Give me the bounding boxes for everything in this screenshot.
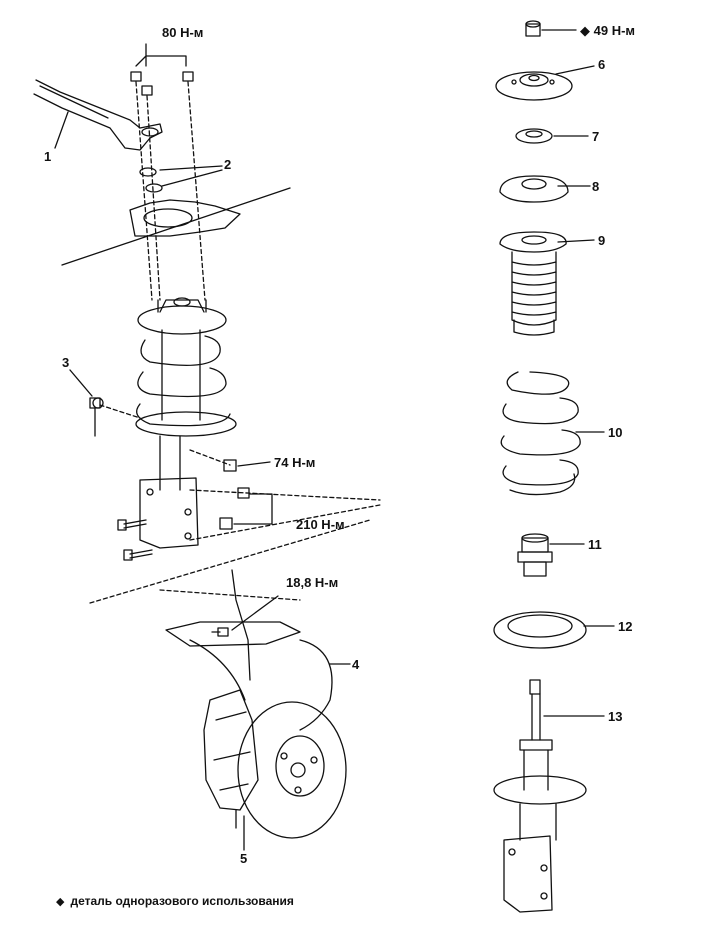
callout-10: 10	[608, 425, 623, 440]
torque-label-80: 80 Н-м	[162, 25, 204, 40]
callout-1-leader	[54, 111, 69, 149]
callout-8: 8	[592, 179, 600, 194]
callout-2-leader	[159, 165, 223, 187]
single-use-diamond-icon: ◆	[580, 23, 590, 38]
shock-absorber-part-13	[493, 679, 587, 913]
brake-disc-knuckle-part-4	[189, 569, 347, 839]
body-panel-plane	[61, 187, 291, 266]
torque-label-18-8: 18,8 Н-м	[286, 575, 339, 590]
stabilizer-link-part-3	[89, 397, 104, 437]
callout-1: 1	[44, 149, 52, 164]
wire-bracket	[165, 621, 301, 647]
bearing-part-7	[515, 128, 553, 144]
callout-4: 4	[352, 657, 360, 672]
nut-part-49	[525, 20, 541, 37]
lower-insulator-part-12	[493, 611, 587, 649]
callout-3-leader	[69, 369, 93, 397]
alignment-dashed-lines	[89, 81, 381, 604]
torque-label-74: 74 Н-м	[274, 455, 316, 470]
callout-12: 12	[618, 619, 633, 634]
torque-80-bracket-lines	[135, 43, 187, 67]
torque-74-leader	[237, 461, 271, 467]
callout-5: 5	[240, 851, 248, 866]
torque-188-leader	[231, 595, 279, 631]
spring-seat-part-8	[499, 175, 569, 203]
legend: ◆ деталь одноразового использования	[56, 894, 294, 908]
bump-stop-part-11	[517, 533, 553, 577]
suspension-member-bracket	[33, 79, 163, 151]
legend-text: деталь одноразового использования	[70, 894, 294, 908]
callout-11: 11	[588, 537, 602, 552]
torque-label-49: ◆ 49 Н-м	[580, 24, 635, 38]
torque-210-leader	[233, 493, 273, 525]
callout-9: 9	[598, 233, 606, 248]
top-nuts	[130, 71, 194, 96]
washers-part-2	[139, 167, 163, 193]
legend-diamond-icon: ◆	[56, 896, 65, 908]
dust-boot-part-9	[499, 231, 567, 336]
callout-7: 7	[592, 129, 600, 144]
callout-6: 6	[598, 57, 606, 72]
coil-spring-part-10	[500, 371, 581, 496]
torque-49-value: 49 Н-м	[593, 23, 636, 38]
mid-nuts-bolts	[117, 459, 250, 561]
callout-13: 13	[608, 709, 623, 724]
callout-3: 3	[62, 355, 70, 370]
upper-mount-part-6	[495, 71, 573, 101]
strut-assembly	[135, 297, 237, 549]
callout-6-leader	[555, 65, 595, 75]
torque-label-210: 210 Н-м	[296, 517, 345, 532]
callout-9-leader	[557, 239, 595, 243]
callout-2: 2	[224, 157, 232, 172]
